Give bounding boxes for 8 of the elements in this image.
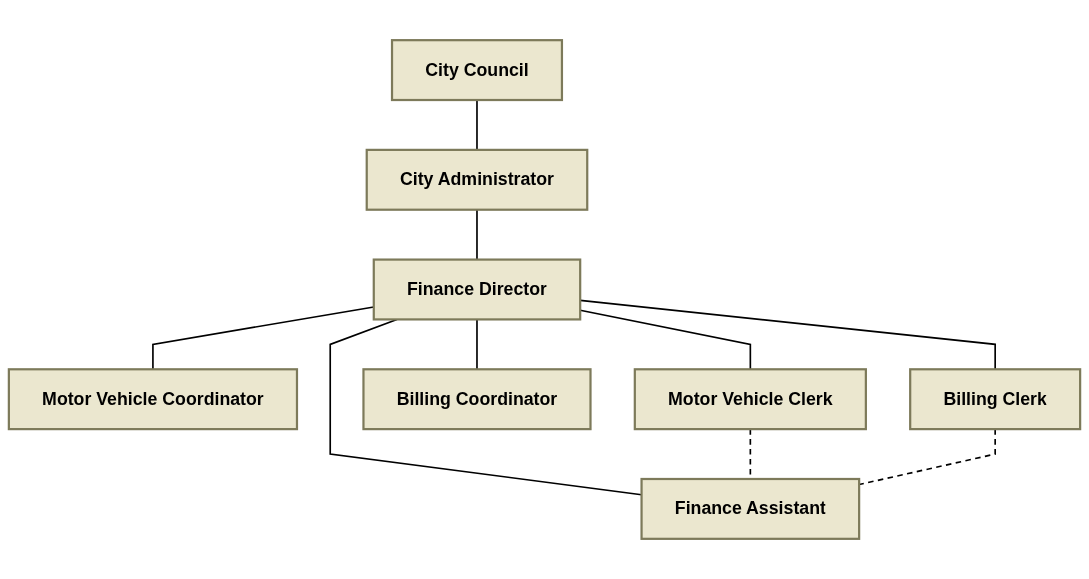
node-box: Billing Coordinator bbox=[362, 368, 592, 431]
node-box: Motor Vehicle Clerk bbox=[633, 368, 867, 431]
node-box: Finance Assistant bbox=[640, 477, 861, 540]
node-box: Motor Vehicle Coordinator bbox=[7, 368, 299, 431]
node-box: City Administrator bbox=[365, 148, 589, 211]
node-box: City Council bbox=[390, 39, 564, 102]
node-box: Billing Clerk bbox=[909, 368, 1082, 431]
node-box: Finance Director bbox=[372, 258, 582, 321]
